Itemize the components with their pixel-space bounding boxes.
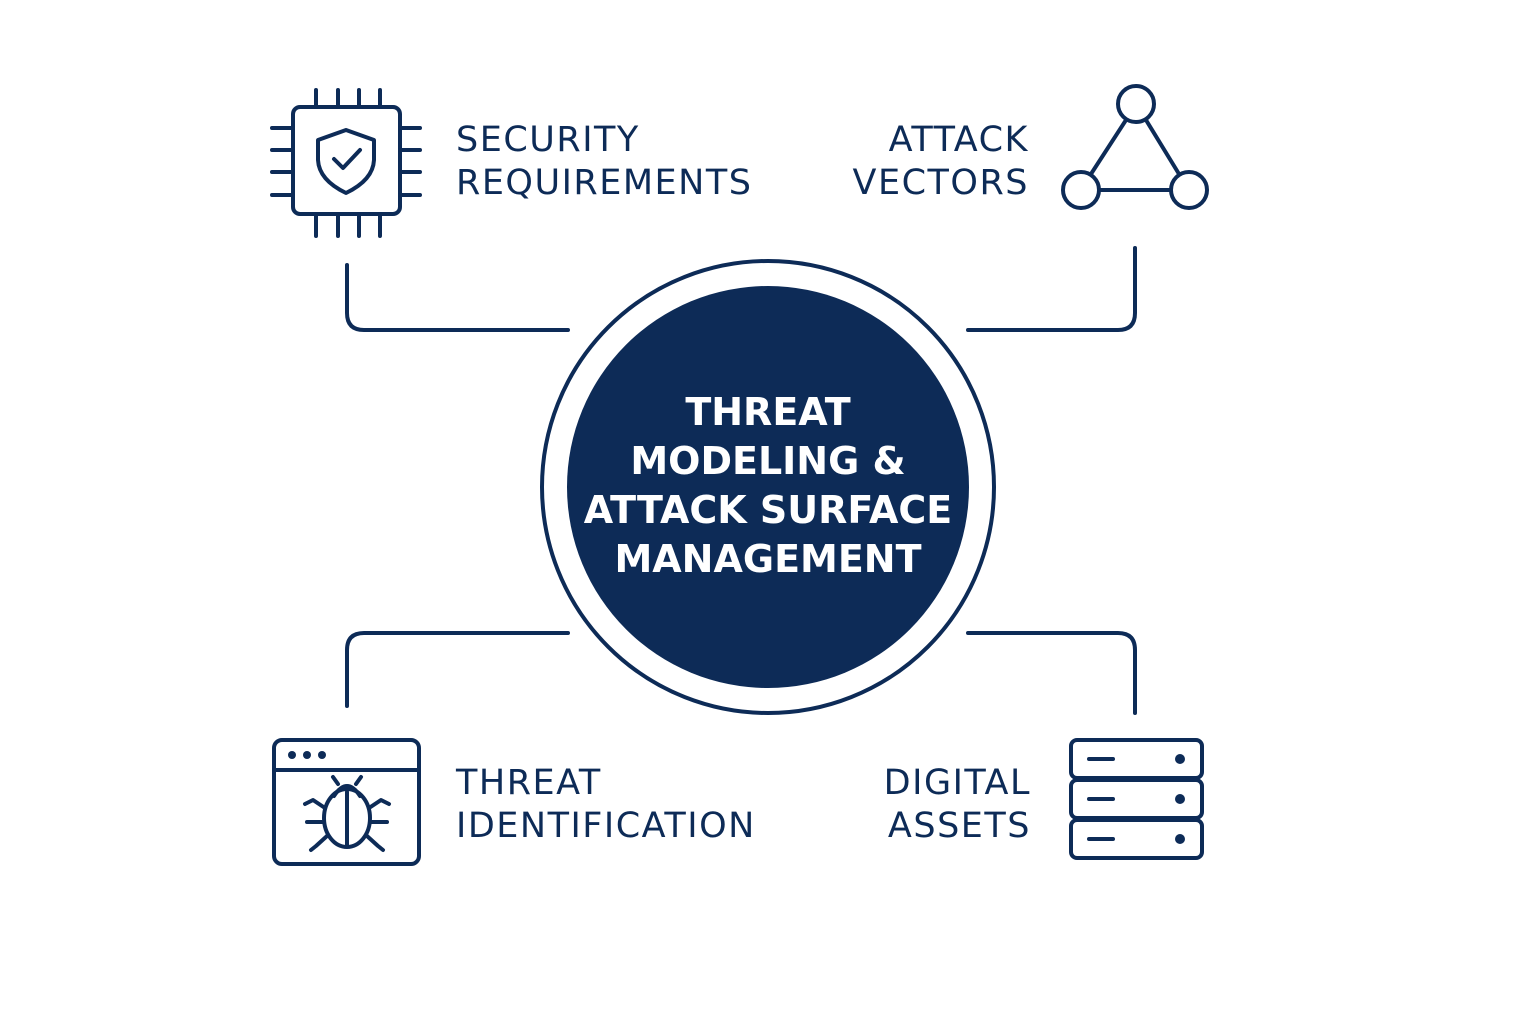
connector-digital-assets [966, 631, 1137, 715]
label-digital-assets: DIGITAL ASSETS [884, 762, 1031, 848]
label-security-requirements: SECURITY REQUIREMENTS [456, 119, 752, 205]
label-threat-identification-line-1: THREAT [456, 763, 602, 803]
browser-dots [288, 751, 326, 759]
center-outer-ring [540, 259, 996, 715]
center-title-line-2: MODELING & [630, 439, 906, 483]
center-title-line-4: MANAGEMENT [614, 537, 922, 581]
center-title: THREAT MODELING & ATTACK SURFACE MANAGEM… [568, 388, 968, 584]
center-title-line-3: ATTACK SURFACE [583, 488, 953, 532]
center-disc [567, 286, 969, 688]
label-attack-vectors-line-1: ATTACK [888, 120, 1029, 160]
label-security-requirements-line-1: SECURITY [456, 120, 640, 160]
triangle-network-icon [1061, 84, 1209, 210]
label-attack-vectors-line-2: VECTORS [852, 163, 1029, 203]
connector-attack-vectors [966, 246, 1137, 332]
connector-security-requirements [345, 263, 570, 332]
label-digital-assets-line-1: DIGITAL [883, 763, 1031, 803]
label-security-requirements-line-2: REQUIREMENTS [456, 163, 753, 203]
browser-bug-icon [272, 738, 421, 866]
chip-shield-check-icon [270, 88, 422, 238]
label-threat-identification-line-2: IDENTIFICATION [456, 806, 756, 846]
server-status-leds [1175, 754, 1185, 844]
connector-threat-identification [345, 631, 570, 708]
server-stack-icon [1069, 738, 1204, 860]
label-attack-vectors: ATTACK VECTORS [853, 119, 1029, 205]
label-threat-identification: THREAT IDENTIFICATION [456, 762, 756, 848]
label-digital-assets-line-2: ASSETS [887, 806, 1031, 846]
center-title-line-1: THREAT [685, 390, 851, 434]
